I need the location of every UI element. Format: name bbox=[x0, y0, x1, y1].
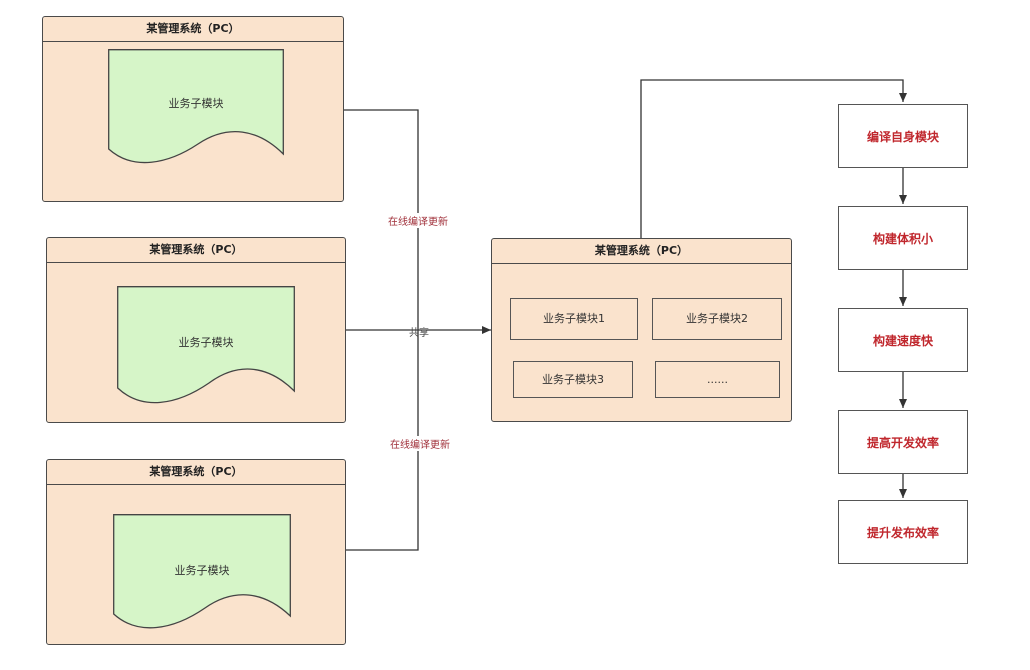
submodule-label: 业务子模块 bbox=[178, 336, 234, 349]
step-box-2: 构建体积小 bbox=[838, 206, 968, 270]
combined-system-title: 某管理系统（PC） bbox=[492, 239, 791, 264]
document-shape-icon bbox=[113, 514, 291, 629]
module-box-1: 业务子模块1 bbox=[510, 298, 638, 340]
submodule-label: 业务子模块 bbox=[168, 97, 224, 110]
system-box-3: 某管理系统（PC） 业务子模块 bbox=[46, 459, 346, 645]
module-box-3: 业务子模块3 bbox=[513, 361, 633, 398]
module-box-more: ...... bbox=[655, 361, 780, 398]
edge-label-bottom: 在线编译更新 bbox=[388, 436, 452, 451]
step-box-3: 构建速度快 bbox=[838, 308, 968, 372]
step-box-5: 提升发布效率 bbox=[838, 500, 968, 564]
system-title: 某管理系统（PC） bbox=[47, 460, 345, 485]
module-box-2: 业务子模块2 bbox=[652, 298, 782, 340]
system-title: 某管理系统（PC） bbox=[43, 17, 343, 42]
submodule-label: 业务子模块 bbox=[174, 564, 230, 577]
submodule-document: 业务子模块 bbox=[113, 514, 291, 634]
submodule-document: 业务子模块 bbox=[117, 286, 295, 410]
system-title: 某管理系统（PC） bbox=[47, 238, 345, 263]
system-box-1: 某管理系统（PC） 业务子模块 bbox=[42, 16, 344, 202]
edge-label-top: 在线编译更新 bbox=[386, 213, 450, 228]
document-shape-icon bbox=[117, 286, 295, 404]
step-box-4: 提高开发效率 bbox=[838, 410, 968, 474]
system-box-2: 某管理系统（PC） 业务子模块 bbox=[46, 237, 346, 423]
edge-label-share: 共享 bbox=[409, 328, 429, 339]
document-shape-icon bbox=[108, 49, 284, 164]
submodule-document: 业务子模块 bbox=[108, 49, 284, 169]
step-box-1: 编译自身模块 bbox=[838, 104, 968, 168]
